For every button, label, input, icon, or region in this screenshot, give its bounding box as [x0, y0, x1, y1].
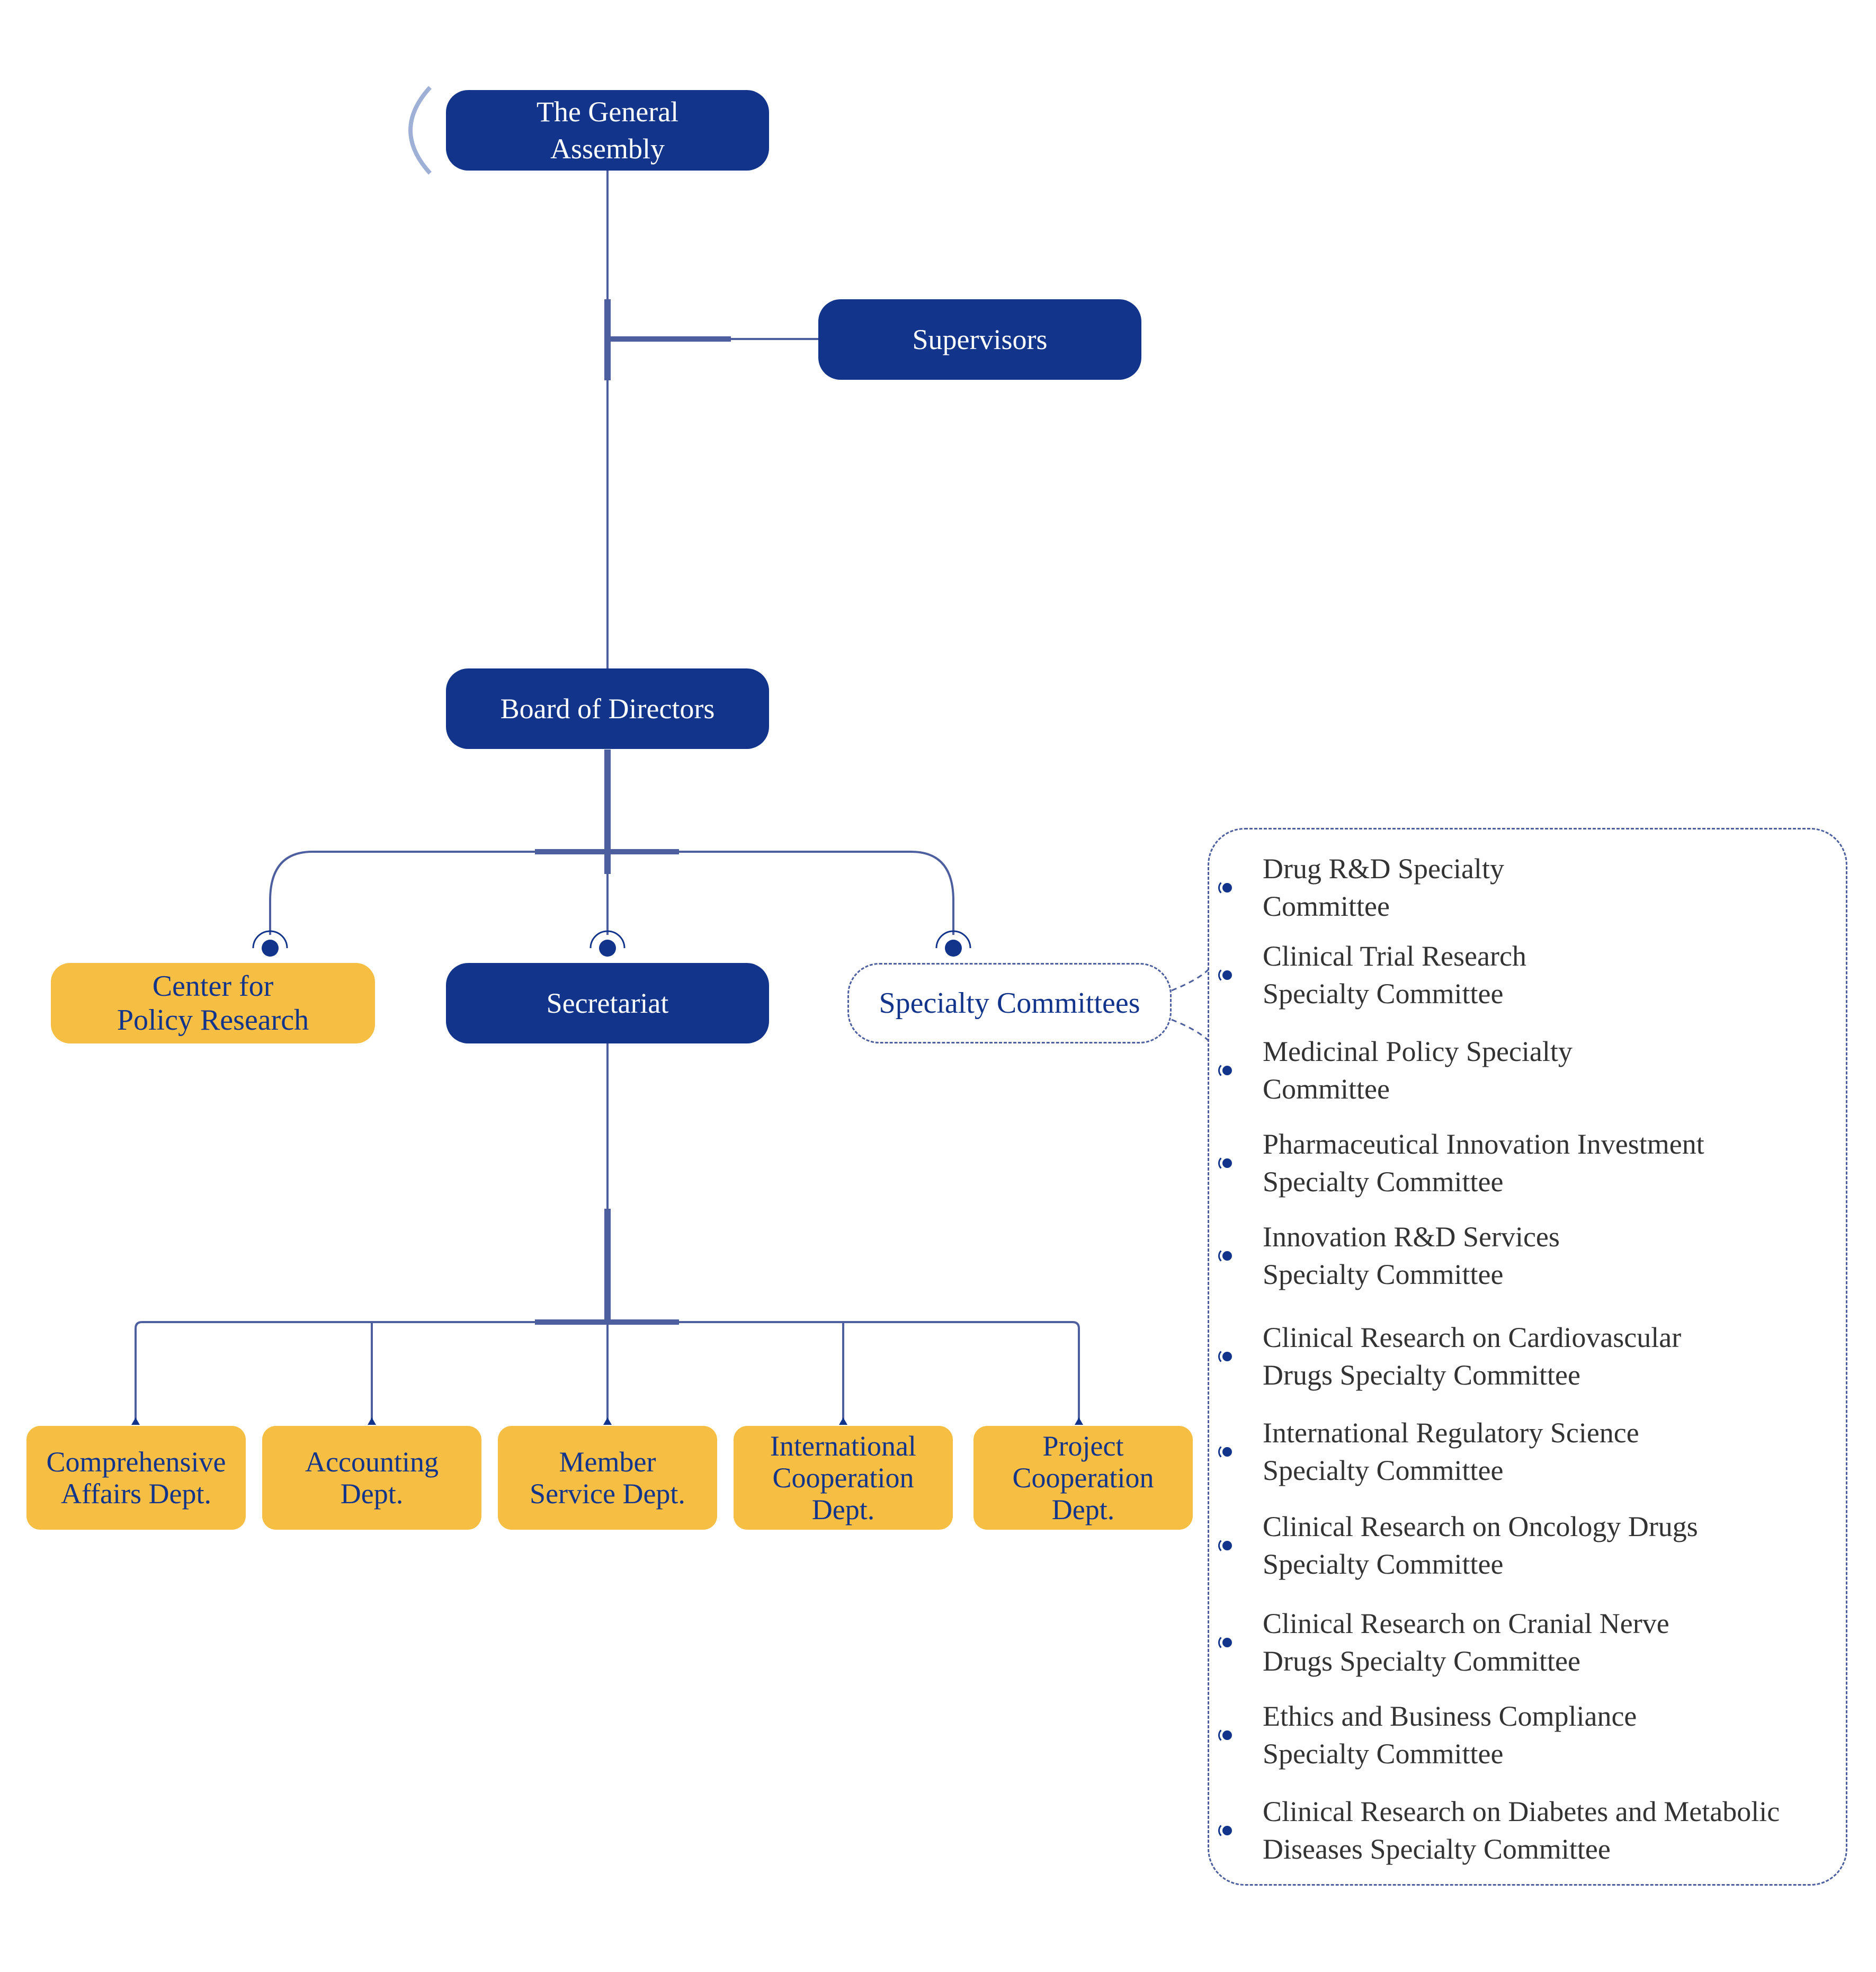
- committee-item[interactable]: Pharmaceutical Innovation Investment Spe…: [1263, 1128, 1704, 1198]
- committee-item[interactable]: Clinical Research on Diabetes and Metabo…: [1263, 1796, 1780, 1865]
- committee-bullet-icon: [1222, 1066, 1232, 1075]
- committee-bullet-icon: [1222, 1352, 1232, 1361]
- branch-specialty: [679, 851, 954, 935]
- committee-bullet-arc: [1218, 1823, 1234, 1839]
- committee-bullet-arc: [1218, 880, 1234, 896]
- dept-cap-2: [368, 1417, 376, 1425]
- committee-bullet-arc: [1218, 1349, 1234, 1364]
- committee-item[interactable]: Innovation R&D Services Specialty Commit…: [1263, 1221, 1560, 1290]
- committee-item[interactable]: Medicinal Policy Specialty Committee: [1263, 1036, 1573, 1105]
- committee-bullet-icon: [1222, 1826, 1232, 1835]
- general-assembly-node[interactable]: The General Assembly: [446, 90, 769, 171]
- committee-bullet-icon: [1222, 1638, 1232, 1647]
- connector-dot-specialty: [945, 940, 962, 957]
- committee-bullet-arc: [1218, 1538, 1234, 1554]
- committee-bullet-arc: [1218, 1635, 1234, 1650]
- committee-bullet-arc: [1218, 1155, 1234, 1171]
- specialty-committees-node[interactable]: Specialty Committees: [847, 963, 1172, 1043]
- supervisors-node[interactable]: Supervisors: [818, 299, 1141, 380]
- committee-list-panel: [1208, 828, 1847, 1886]
- policy-research-node[interactable]: Center for Policy Research: [51, 963, 375, 1043]
- committee-bullet-icon: [1222, 970, 1232, 980]
- specialty-panel-link-top: [1171, 968, 1210, 992]
- dept-cap-3: [603, 1417, 612, 1425]
- dot-arc-specialty: [935, 930, 971, 949]
- committee-item[interactable]: Ethics and Business Compliance Specialty…: [1263, 1700, 1637, 1770]
- dot-arc-secretariat: [589, 930, 626, 949]
- decorative-arc: [408, 86, 432, 175]
- dept-cap-4: [839, 1417, 847, 1425]
- committee-item[interactable]: International Regulatory Science Special…: [1263, 1417, 1639, 1486]
- committee-bullet-icon: [1222, 1541, 1232, 1550]
- dept-member-service[interactable]: Member Service Dept.: [498, 1426, 717, 1530]
- committee-bullet-arc: [1218, 1248, 1234, 1264]
- dept-cap-1: [131, 1417, 140, 1425]
- committee-bullet-icon: [1222, 1251, 1232, 1261]
- committee-item[interactable]: Clinical Research on Oncology Drugs Spec…: [1263, 1511, 1698, 1580]
- committee-item[interactable]: Clinical Research on Cranial Nerve Drugs…: [1263, 1608, 1669, 1677]
- committee-bullet-arc: [1218, 967, 1234, 983]
- committee-bullet-icon: [1222, 1158, 1232, 1168]
- secretariat-node[interactable]: Secretariat: [446, 963, 769, 1043]
- connector-dot-secretariat: [599, 940, 616, 957]
- committee-bullet-icon: [1222, 883, 1232, 893]
- committee-item[interactable]: Drug R&D Specialty Committee: [1263, 853, 1504, 922]
- committee-bullet-icon: [1222, 1730, 1232, 1740]
- dept-accounting[interactable]: Accounting Dept.: [262, 1426, 481, 1530]
- branch-policy: [269, 851, 535, 935]
- committee-bullet-arc: [1218, 1727, 1234, 1743]
- dept-comprehensive-affairs[interactable]: Comprehensive Affairs Dept.: [26, 1426, 246, 1530]
- connector-dot-policy: [262, 940, 279, 957]
- dept-international-cooperation[interactable]: International Cooperation Dept.: [734, 1426, 953, 1530]
- dept-cap-5: [1075, 1417, 1083, 1425]
- board-of-directors-node[interactable]: Board of Directors: [446, 668, 769, 749]
- committee-item[interactable]: Clinical Trial Research Specialty Commit…: [1263, 940, 1526, 1010]
- committee-bullet-arc: [1218, 1444, 1234, 1460]
- dept-project-cooperation[interactable]: Project Cooperation Dept.: [973, 1426, 1193, 1530]
- committee-bullet-arc: [1218, 1063, 1234, 1078]
- dot-arc-policy: [252, 930, 288, 949]
- committee-item[interactable]: Clinical Research on Cardiovascular Drug…: [1263, 1322, 1682, 1391]
- committee-bullet-icon: [1222, 1447, 1232, 1457]
- dept-bus: [135, 1321, 1080, 1420]
- specialty-panel-link-bottom: [1171, 1019, 1210, 1042]
